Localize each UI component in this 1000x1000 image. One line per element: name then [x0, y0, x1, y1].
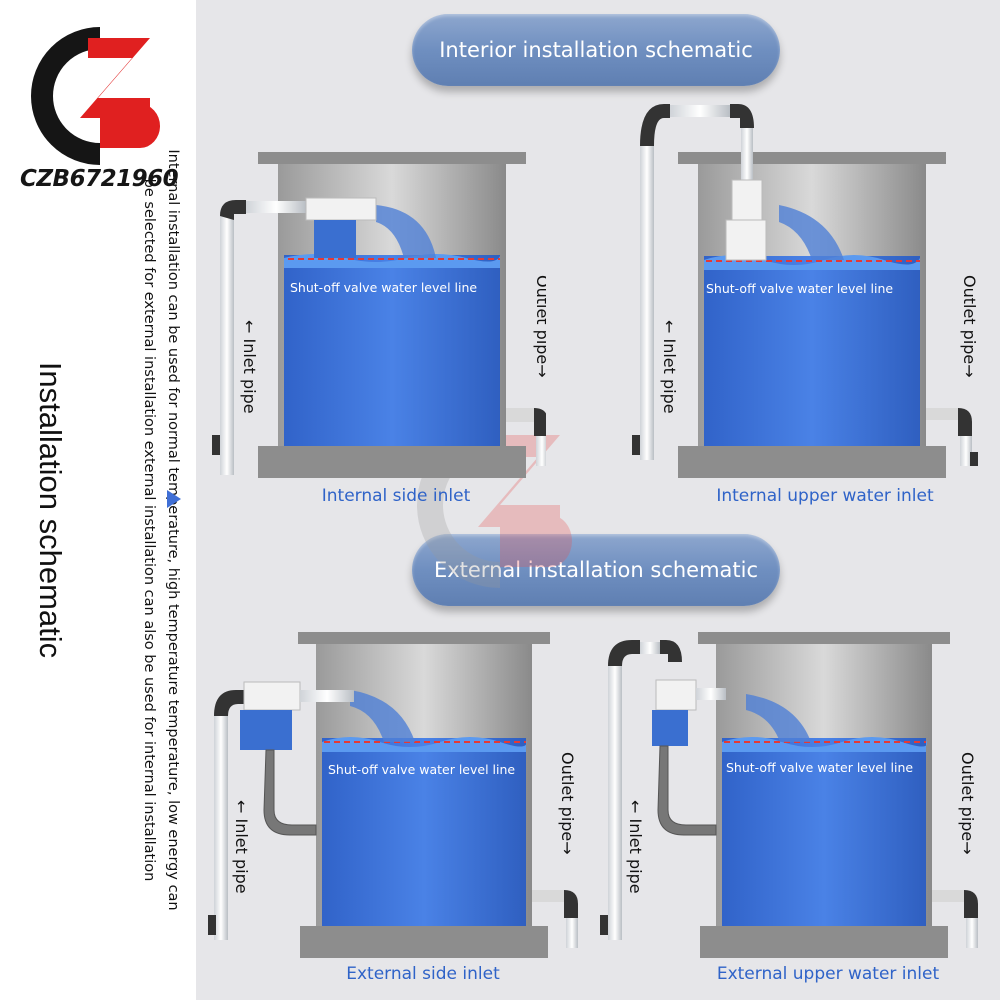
- caption-external-side: External side inlet: [346, 964, 500, 984]
- external-side-inlet-diagram: Shut-off valve water level line ← Inlet …: [208, 632, 578, 958]
- inlet-pipe-label: ← Inlet pipe: [660, 320, 679, 414]
- external-upper-inlet-diagram: Shut-off valve water level line ← Inlet …: [600, 632, 978, 958]
- outlet-pipe-label: Outlet pipe→: [958, 752, 977, 855]
- water-level-label: Shut-off valve water level line: [726, 760, 913, 775]
- water-level-label: Shut-off valve water level line: [290, 280, 477, 295]
- caption-internal-side: Internal side inlet: [321, 486, 471, 506]
- inlet-pipe-label: ← Inlet pipe: [240, 320, 259, 414]
- outlet-pipe-label: Outlet pipe→: [533, 275, 546, 378]
- interior-section-title: Interior installation schematic: [412, 14, 780, 86]
- exterior-section-title: External installation schematic: [412, 534, 780, 606]
- side-description: Internal installation can be used for no…: [141, 149, 181, 911]
- outlet-pipe-label: Outlet pipe→: [558, 752, 577, 855]
- caption-external-upper: External upper water inlet: [716, 964, 940, 984]
- water-level-label: Shut-off valve water level line: [328, 762, 515, 777]
- caption-internal-upper: Internal upper water inlet: [716, 486, 934, 506]
- outlet-pipe-label: Outlet pipe→: [960, 275, 979, 378]
- side-title: Installation schematic: [33, 361, 68, 659]
- pointer-triangle-icon: [167, 490, 181, 508]
- inlet-pipe-label: ← Inlet pipe: [232, 800, 251, 894]
- internal-side-inlet-diagram: Shut-off valve water level line ← Inlet …: [212, 152, 546, 478]
- logo-text: CZB6721960: [20, 166, 179, 192]
- internal-upper-inlet-diagram: ← Inlet pipe Outlet pipe→ Shut-off valve…: [632, 104, 979, 478]
- inlet-pipe-label: ← Inlet pipe: [626, 800, 645, 894]
- czb-logo-icon: [31, 27, 160, 165]
- water-level-label: Shut-off valve water level line: [706, 281, 893, 296]
